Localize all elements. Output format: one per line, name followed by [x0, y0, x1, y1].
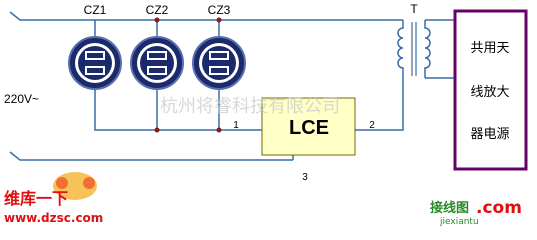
amp-label-line-2: 线放大: [470, 84, 509, 99]
logo-top-text: 维库一下: [4, 189, 68, 208]
brand-dot-com-text: .com: [476, 198, 522, 218]
supply-label: 220V~: [4, 92, 39, 106]
bottom-rail-wire: [94, 87, 262, 131]
socket-cz3: [192, 36, 246, 90]
socket-label-cz3: CZ3: [208, 3, 231, 17]
pin-label-2: 2: [369, 120, 375, 131]
socket-cz2: [130, 36, 184, 90]
socket-cz1: [68, 36, 122, 90]
pin-label-1: 1: [233, 120, 239, 131]
mains-top-wire: [9, 11, 403, 21]
node-cz3-top: [216, 17, 222, 23]
amp-label-line-1: 共用天: [470, 40, 509, 55]
logo-url-text: www.dzsc.com: [4, 211, 103, 225]
transformer-coils: [397, 20, 431, 78]
socket-label-cz1: CZ1: [84, 3, 107, 17]
lce-box: [261, 97, 356, 156]
lce-label: LCE: [289, 117, 329, 139]
node-cz2-top: [154, 17, 160, 23]
amp-label-line-3: 器电源: [470, 126, 509, 141]
transformer-label: T: [410, 2, 418, 16]
junction-nodes: [154, 17, 222, 133]
lce-to-transformer-wire: [355, 78, 404, 131]
transformer-secondary-coil: [424, 20, 431, 78]
amp-power-box: [453, 9, 528, 171]
mains-wires: [9, 11, 455, 161]
watermark-center-text: 杭州将睿科技有限公司: [160, 96, 340, 117]
jiexiantu-logo: 接线图 .com jiexiantu: [430, 198, 522, 227]
socket-label-cz2: CZ2: [146, 3, 169, 17]
dzsc-logo: 维库一下 www.dzsc.com: [4, 172, 103, 225]
mains-bottom-wire: [9, 151, 293, 161]
wiring-diagram: CZ1 CZ2 CZ3 T 共用天 线放大 器电源 LCE 1 2 3 220V…: [4, 2, 528, 227]
pin-label-3: 3: [302, 172, 308, 183]
node-cz2-bottom: [154, 127, 160, 133]
brand-url-text: jiexiantu: [439, 217, 479, 227]
node-cz3-bottom: [216, 127, 222, 133]
brand-cn-text: 接线图: [430, 200, 469, 216]
transformer-primary-coil: [397, 20, 404, 78]
